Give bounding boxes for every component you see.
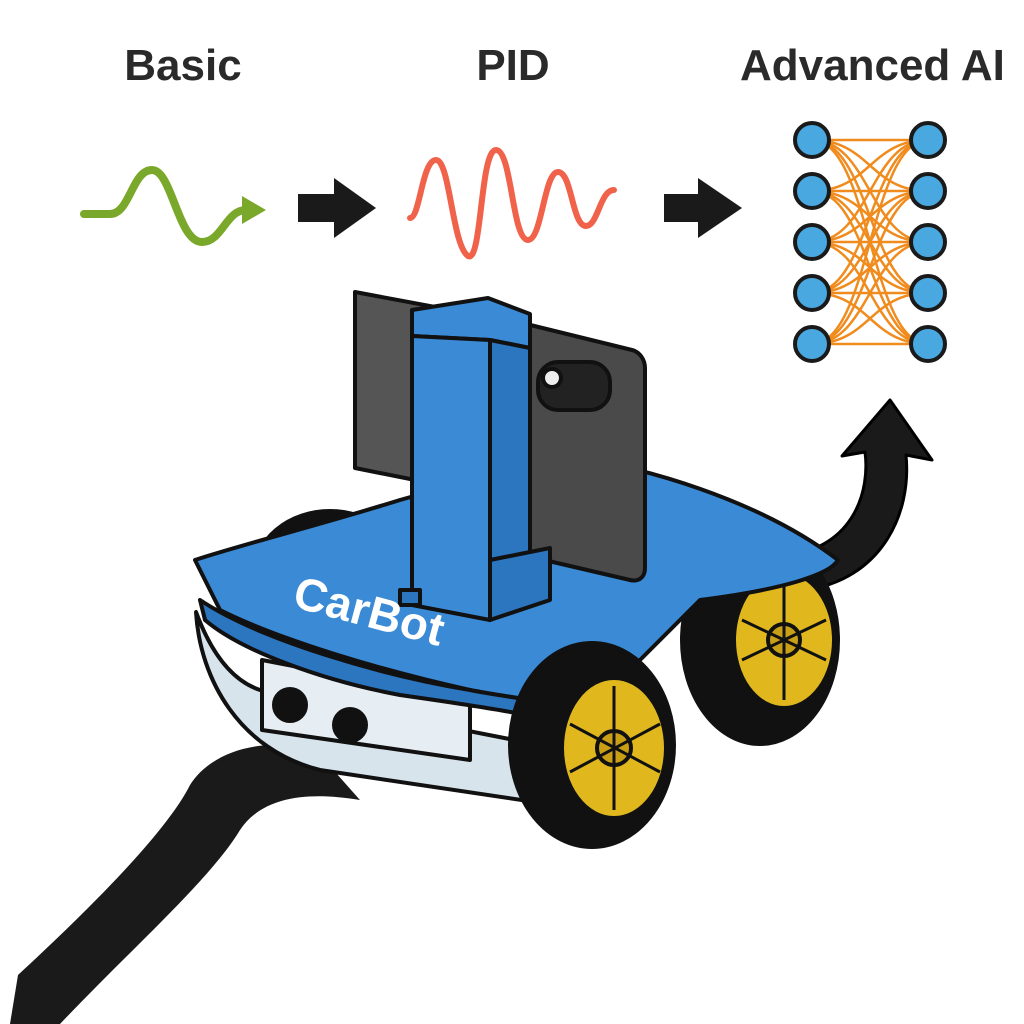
carbot-robot: CarBot — [193, 290, 840, 849]
smooth-wave-icon — [80, 166, 266, 246]
network-node — [909, 172, 947, 210]
oscillating-wave-icon — [407, 147, 617, 260]
network-edge — [811, 240, 929, 346]
stage-label-pid: PID — [476, 41, 550, 90]
network-edge — [811, 138, 929, 346]
phone-mount — [398, 296, 552, 622]
network-node — [793, 223, 831, 261]
network-node — [793, 274, 831, 312]
network-edge — [811, 138, 929, 244]
stage-label-advanced-ai: Advanced AI — [740, 41, 1005, 90]
neural-network-icon — [793, 121, 947, 363]
network-node — [909, 274, 947, 312]
network-node — [909, 325, 947, 363]
stage-arrow-2 — [664, 178, 742, 238]
progress-curved-arrow — [788, 398, 934, 592]
network-node — [793, 325, 831, 363]
front-left-wheel — [508, 641, 676, 849]
phone-camera — [541, 367, 563, 389]
sensor-eye-left — [272, 687, 308, 723]
sensor-eye-right — [332, 707, 368, 743]
neural-network-nodes — [793, 121, 947, 363]
network-edge — [811, 189, 929, 346]
line-track — [10, 745, 360, 1024]
network-edge — [811, 138, 929, 295]
network-node — [793, 172, 831, 210]
stage-label-basic: Basic — [124, 41, 242, 90]
network-node — [909, 223, 947, 261]
network-node — [793, 121, 831, 159]
stage-arrow-1 — [298, 178, 376, 238]
network-node — [909, 121, 947, 159]
